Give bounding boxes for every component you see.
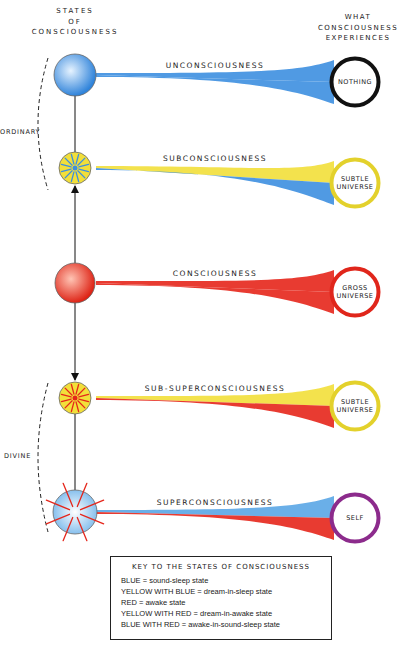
state-ray: [78, 171, 85, 178]
state-group: [46, 54, 103, 541]
key-entry: YELLOW WITH BLUE = dream-in-sleep state: [121, 587, 321, 598]
state-ray: [71, 172, 74, 182]
state-ray: [81, 500, 104, 510]
state-ray: [76, 402, 79, 412]
beam-label: SUPERCONSCIOUSNESS: [115, 497, 315, 508]
state-ray: [63, 518, 73, 541]
state-ray: [77, 483, 87, 506]
state-ray: [78, 158, 85, 165]
experience-circle: SELF: [329, 492, 381, 544]
beam-label: UNCONSCIOUSNESS: [115, 60, 315, 71]
state-ray: [61, 399, 71, 402]
state-circle: [59, 152, 91, 184]
group-bracket: [38, 383, 48, 532]
state-ray: [61, 164, 71, 167]
key-box: KEY TO THE STATES OF CONSCIOUSNESS BLUE =…: [110, 556, 332, 640]
link-arrow: [75, 186, 76, 263]
circle-ring: [332, 160, 379, 207]
beam-label: SUB-SUPERCONSCIOUSNESS: [115, 383, 315, 394]
state-ray: [65, 158, 72, 165]
state-ray: [65, 388, 72, 395]
state-ray: [61, 394, 71, 397]
light-beam: [96, 161, 334, 183]
circle-ring: [332, 59, 379, 106]
light-beam: [96, 168, 334, 205]
state-ray: [63, 483, 73, 506]
light-beam: [96, 75, 334, 104]
circle-ring: [332, 269, 379, 316]
column-heading: WHAT CONSCIOUSNESS EXPERIENCES: [310, 12, 406, 44]
link-line: [75, 96, 76, 152]
experience-text: GROSS UNIVERSE: [335, 284, 375, 300]
text-holder: SELF: [329, 492, 381, 544]
state-ray: [81, 514, 104, 524]
group-label: ORDINARY: [0, 128, 46, 138]
beam-label: SUBCONSCIOUSNESS: [115, 153, 315, 164]
circle-ring: [332, 383, 379, 430]
state-ray: [79, 394, 89, 397]
state-ray: [71, 384, 74, 394]
experience-text: SELF: [346, 514, 364, 522]
light-beam: [96, 398, 334, 428]
key-entry: YELLOW WITH RED = dream-in-awake state: [121, 609, 321, 620]
state-circle: [53, 490, 97, 534]
state-circle: [59, 382, 91, 414]
state-ray: [65, 401, 72, 408]
key-entry: RED = awake state: [121, 598, 321, 609]
experience-circle: NOTHING: [329, 56, 381, 108]
light-beam: [96, 283, 334, 314]
state-ray: [76, 154, 79, 164]
experience-circle: SUBTLE UNIVERSE: [329, 380, 381, 432]
state-core: [73, 166, 78, 171]
experience-text: NOTHING: [338, 78, 372, 86]
key-heading: KEY TO THE STATES OF CONSCIOUSNESS: [121, 563, 321, 571]
state-ray: [79, 164, 89, 167]
text-holder: NOTHING: [329, 56, 381, 108]
text-holder: GROSS UNIVERSE: [329, 266, 381, 318]
link-arrow: [75, 303, 76, 380]
circle-ring: [332, 495, 379, 542]
experience-circle: GROSS UNIVERSE: [329, 266, 381, 318]
state-ray: [78, 401, 85, 408]
experience-circle: SUBTLE UNIVERSE: [329, 157, 381, 209]
state-ray: [78, 388, 85, 395]
state-ray: [61, 169, 71, 172]
column-heading: STATES OF CONSCIOUSNESS: [27, 6, 123, 38]
state-ray: [46, 500, 69, 510]
link-line: [75, 414, 76, 490]
state-ray: [65, 171, 72, 178]
state-circle: [55, 263, 95, 303]
light-beam: [96, 496, 334, 518]
state-ray: [71, 154, 74, 164]
text-holder: SUBTLE UNIVERSE: [329, 157, 381, 209]
state-ray: [79, 169, 89, 172]
state-core: [73, 396, 78, 401]
text-holder: SUBTLE UNIVERSE: [329, 380, 381, 432]
key-entry: BLUE WITH RED = awake-in-sound-sleep sta…: [121, 620, 321, 631]
beam-label: CONSCIOUSNESS: [115, 268, 315, 279]
state-ray: [79, 399, 89, 402]
group-label: DIVINE: [4, 452, 44, 462]
state-ray: [71, 402, 74, 412]
experience-text: SUBTLE UNIVERSE: [335, 175, 375, 191]
state-ray: [46, 514, 69, 524]
experience-text: SUBTLE UNIVERSE: [335, 398, 375, 414]
key-entry: BLUE = sound-sleep state: [121, 576, 321, 587]
state-circle: [54, 54, 96, 96]
light-beam: [96, 512, 334, 540]
group-bracket: [38, 58, 48, 190]
state-ray: [76, 172, 79, 182]
state-ray: [76, 384, 79, 394]
state-ray: [77, 518, 87, 541]
beam-group: [96, 60, 334, 540]
